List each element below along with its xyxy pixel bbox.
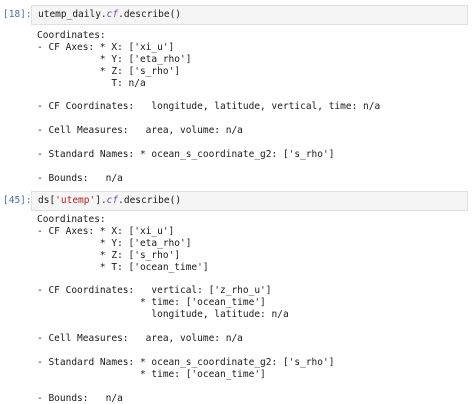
output-line: * Y: ['eta_rho']	[37, 53, 192, 65]
output-line	[37, 321, 468, 333]
output-line: - CF Coordinates: vertical: ['z_rho_u']	[37, 285, 272, 297]
code-text: .describe()	[118, 195, 182, 206]
output-line	[37, 381, 468, 393]
output-line	[37, 274, 468, 286]
output-line: * time: ['ocean_time']	[37, 297, 266, 309]
output-line: * Z: ['s_rho']	[37, 65, 180, 77]
output-line: - CF Axes: * X: ['xi_u']	[37, 41, 175, 53]
output-line: * time: ['ocean_time']	[37, 368, 266, 380]
code-input[interactable]: utemp_daily.cf.describe()	[31, 5, 468, 25]
code-string: 'utemp'	[55, 195, 96, 206]
output-line	[37, 345, 468, 357]
output-line: Coordinates:	[37, 214, 106, 225]
output-line: - CF Coordinates: longitude, latitude, v…	[37, 101, 381, 113]
output-line: - CF Axes: * X: ['xi_u']	[37, 225, 175, 237]
output-line	[37, 161, 468, 173]
output-line: T: n/a	[37, 77, 146, 89]
output-line: - Bounds: n/a	[37, 172, 123, 184]
output-line: * Z: ['s_rho']	[37, 249, 180, 261]
code-text: .describe()	[118, 9, 182, 20]
code-attr: cf	[106, 195, 119, 206]
output-line: longitude, latitude: n/a	[37, 309, 289, 321]
output-line: - Cell Measures: area, volume: n/a	[37, 125, 243, 137]
output-line: - Standard Names: * ocean_s_coordinate_g…	[37, 356, 335, 368]
code-input[interactable]: ds['utemp'].cf.describe()	[31, 191, 468, 211]
output-line	[37, 137, 468, 149]
output-line: - Cell Measures: area, volume: n/a	[37, 333, 243, 345]
code-text: ds[	[38, 195, 56, 206]
output-line: * T: ['ocean_time']	[37, 261, 209, 273]
output-line: - Standard Names: * ocean_s_coordinate_g…	[37, 149, 335, 161]
output-line	[37, 90, 468, 102]
code-attr: cf	[106, 9, 119, 20]
code-text: ].	[95, 195, 107, 206]
output-line: - Bounds: n/a	[37, 392, 123, 404]
output-line: * Y: ['eta_rho']	[37, 237, 192, 249]
cell-prompt: [45]:	[3, 195, 32, 206]
code-text: utemp_daily.	[38, 9, 107, 20]
cell-prompt: [18]:	[3, 9, 32, 20]
cell-output: Coordinates:- CF Axes: * X: ['xi_u'] * Y…	[31, 214, 468, 404]
cell-output: Coordinates:- CF Axes: * X: ['xi_u'] * Y…	[31, 30, 468, 185]
output-line	[37, 113, 468, 125]
output-line: Coordinates:	[37, 30, 106, 41]
